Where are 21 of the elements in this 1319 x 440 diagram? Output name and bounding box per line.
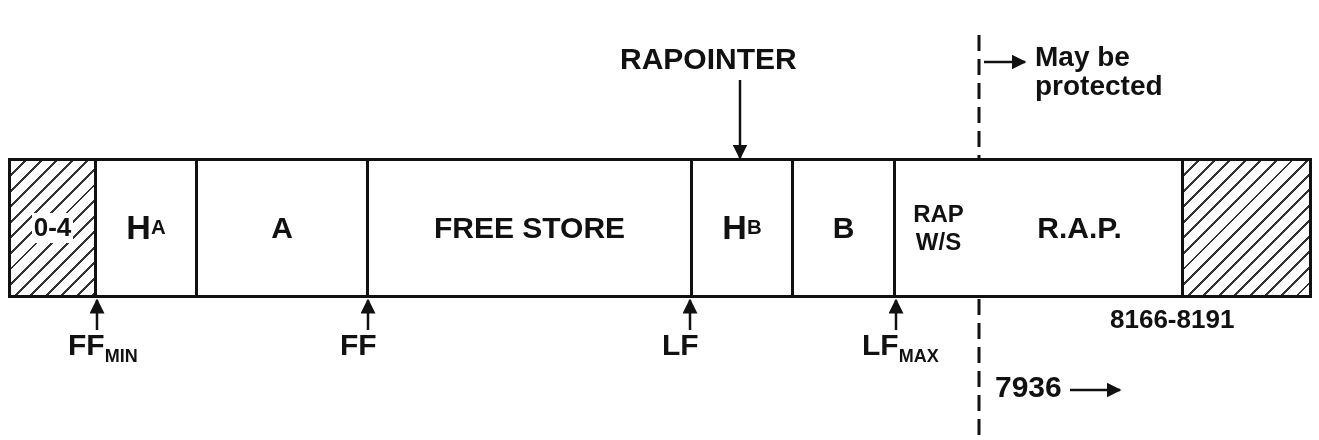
- arrow: [89, 298, 105, 330]
- memory-segment: A: [195, 158, 369, 298]
- hatched-segment: [1181, 158, 1312, 298]
- address-label: 7936: [995, 370, 1062, 404]
- memory-segment: FREE STORE: [366, 158, 693, 298]
- arrow: [360, 298, 376, 330]
- pointer-label: RAPOINTER: [620, 42, 797, 76]
- arrow: [682, 298, 698, 330]
- memory-segment-label: 0-4: [31, 213, 74, 243]
- arrow: [888, 298, 904, 330]
- arrow: [732, 80, 748, 160]
- pointer-label: LF: [662, 328, 699, 362]
- pointer-label: FF: [340, 328, 377, 362]
- memory-segment: B: [791, 158, 896, 298]
- memory-segment: R.A.P.: [978, 158, 1184, 298]
- pointer-label: LF$_{MAX}$: [862, 328, 939, 367]
- memory-segment: RAP W/S: [893, 158, 981, 298]
- hatched-segment: [8, 158, 97, 298]
- note-text: May be protected: [1035, 42, 1164, 101]
- pointer-label: FF$_{MIN}$: [68, 328, 138, 367]
- address-range-label: 8166-8191: [1110, 304, 1235, 335]
